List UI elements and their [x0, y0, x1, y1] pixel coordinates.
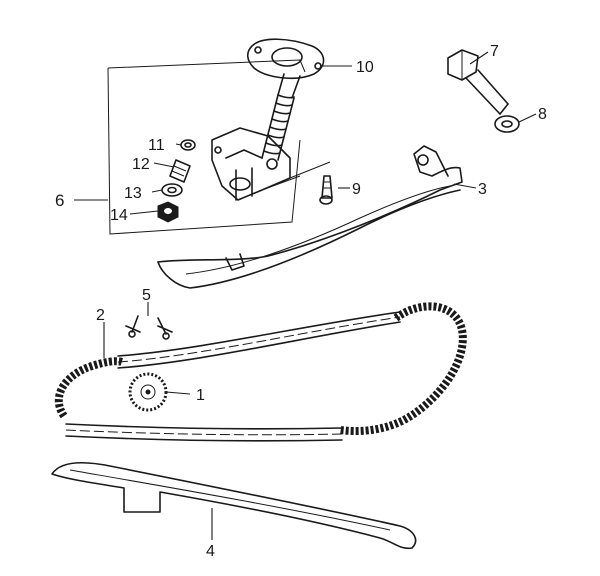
callout-10: 10 [356, 59, 374, 76]
gasket-plate [246, 38, 325, 80]
callout-14: 14 [110, 207, 128, 224]
set-screw-12 [169, 159, 191, 183]
callout-8: 8 [538, 106, 547, 123]
tensioner-housing [211, 127, 331, 201]
callout-5: 5 [142, 287, 151, 304]
lower-chain-guide [51, 461, 417, 550]
callout-4: 4 [206, 543, 215, 560]
callout-13: 13 [124, 185, 142, 202]
leader-lines [74, 51, 537, 540]
callout-9: 9 [352, 181, 361, 198]
tensioner-assembly-box [107, 59, 306, 235]
nut-14 [157, 201, 179, 223]
callout-2: 2 [96, 307, 105, 324]
callout-1: 1 [196, 387, 205, 404]
upper-chain-guide [157, 145, 463, 289]
callout-6: 6 [55, 191, 64, 210]
callout-12: 12 [132, 156, 150, 173]
timing-chain [54, 302, 467, 442]
callout-11: 11 [148, 137, 165, 154]
tensioner-spring [261, 73, 301, 161]
pins-5 [125, 315, 173, 340]
washer-13 [161, 183, 183, 197]
callout-3: 3 [478, 181, 487, 198]
callout-labels: 10 7 8 9 3 6 11 12 13 14 2 5 1 4 [55, 43, 547, 560]
washer-8 [494, 115, 520, 133]
bolt-7 [447, 49, 509, 115]
washer-11 [180, 139, 196, 151]
screw-9 [319, 175, 333, 205]
callout-7: 7 [490, 43, 499, 60]
sprocket-1 [128, 372, 168, 412]
